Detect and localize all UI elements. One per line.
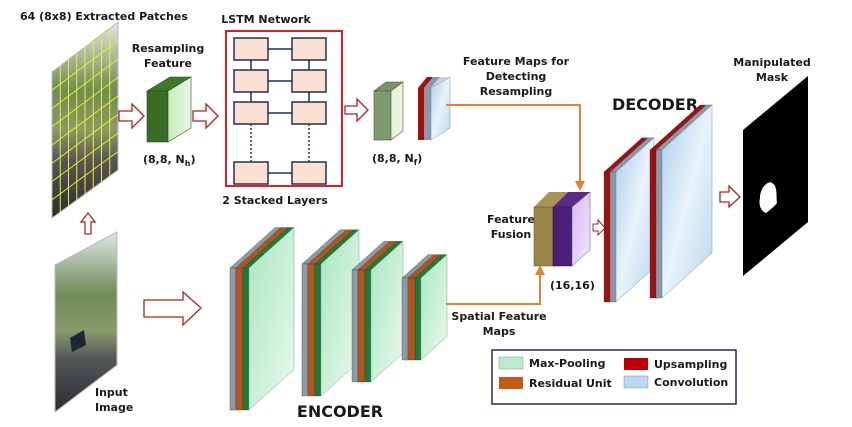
patch-grid-image — [51, 20, 119, 219]
lstm-cell — [291, 37, 327, 61]
patch-grid-line — [51, 114, 119, 164]
lstm-output-block — [373, 76, 451, 141]
flow-line-resampling — [446, 104, 585, 191]
spatial-maps-label-2: Maps — [483, 325, 516, 338]
legend-label-residual-unit: Residual Unit — [529, 377, 612, 390]
encoder-block-2 — [301, 229, 360, 397]
lstm-cell — [291, 101, 327, 125]
arrow-right-icon — [143, 290, 202, 327]
encoder-blocks — [229, 226, 448, 411]
input-image-label-1: Input — [95, 386, 128, 399]
decoder-label: DECODER — [612, 95, 698, 114]
feature-maps-label-1: Feature Maps for — [463, 55, 570, 68]
flow-line-spatial — [446, 265, 545, 305]
encoder-label: ENCODER — [297, 402, 383, 421]
spatial-maps-label-1: Spatial Feature — [451, 310, 546, 323]
legend-label-convolution: Convolution — [654, 376, 728, 389]
lstm-title: LSTM Network — [221, 13, 311, 26]
feature-maps-label-3: Resampling — [480, 85, 552, 98]
legend-swatch-max-pooling — [498, 356, 524, 370]
lstm-caption: 2 Stacked Layers — [222, 194, 328, 207]
decoder-block-1 — [603, 137, 655, 303]
decoder-blocks — [603, 104, 713, 303]
encoder-block-3 — [351, 240, 404, 383]
lstm-cell — [233, 101, 269, 125]
lstm-cell — [233, 161, 269, 185]
resampling-dims: (8,8, Nh) — [143, 153, 195, 168]
legend-swatch-upsampling — [624, 358, 648, 370]
legend-swatch-convolution — [623, 375, 649, 389]
fusion-label-1: Feature — [487, 213, 535, 226]
resampling-feature-block — [145, 76, 193, 143]
mask-region — [759, 182, 777, 213]
fusion-dims: (16,16) — [550, 279, 595, 292]
feature-maps-dims: (8,8, Nf) — [372, 152, 422, 167]
arrow-up-icon — [79, 211, 97, 235]
lstm-cells — [233, 37, 327, 185]
input-image-label-2: Image — [95, 401, 133, 414]
encoder-block-4 — [401, 254, 448, 361]
legend: Max-Pooling Residual Unit Upsampling Con… — [491, 349, 737, 405]
feature-maps-label-2: Detecting — [486, 70, 547, 83]
legend-swatch-residual-unit — [499, 377, 523, 389]
resampling-feature-label-1: Resampling — [132, 42, 204, 55]
decoder-block-2 — [649, 104, 713, 299]
patches-title: 64 (8x8) Extracted Patches — [20, 10, 188, 23]
mask-label-2: Mask — [756, 71, 789, 84]
resampling-feature-label-2: Feature — [144, 57, 192, 70]
arrow-right-icon — [719, 184, 741, 209]
feature-fusion-block — [533, 191, 591, 267]
mask-label-1: Manipulated — [733, 56, 810, 69]
lstm-cell — [291, 69, 327, 93]
encoder-block-1 — [229, 226, 295, 411]
arrow-right-icon — [192, 102, 219, 130]
lstm-cell — [233, 69, 269, 93]
arrow-right-icon — [344, 97, 369, 123]
arrow-right-icon — [118, 102, 145, 130]
patch-grid-line — [51, 95, 119, 146]
patch-grid-line — [51, 132, 119, 182]
patch-grid-line — [51, 151, 119, 201]
fusion-label-2: Fusion — [491, 228, 532, 241]
legend-label-upsampling: Upsampling — [654, 358, 727, 371]
manipulated-mask — [743, 76, 808, 276]
lstm-cell — [291, 161, 327, 185]
input-image — [54, 231, 118, 414]
arrow-right-icon — [592, 218, 606, 237]
lstm-cell — [233, 37, 269, 61]
legend-label-max-pooling: Max-Pooling — [529, 357, 605, 370]
